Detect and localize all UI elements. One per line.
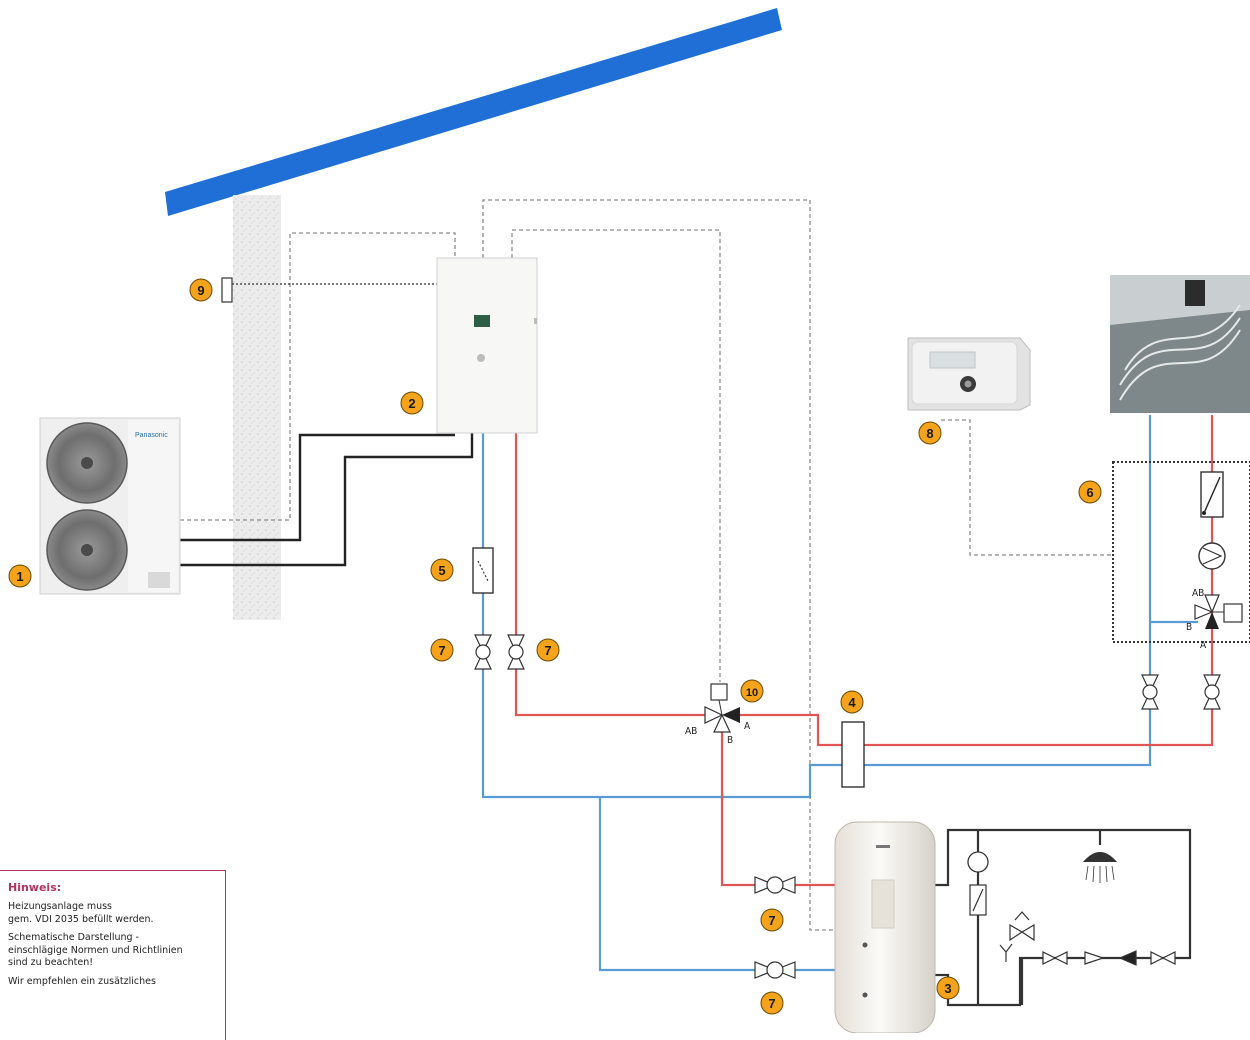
callout-2: 2 (400, 391, 424, 415)
outdoor-unit: Panasonic (39, 417, 181, 595)
dhw-inline-fittings (1042, 950, 1176, 966)
svg-text:1: 1 (16, 569, 23, 584)
svg-text:7: 7 (768, 996, 775, 1011)
note-line: Schematische Darstellung - einschlägige … (8, 932, 183, 968)
callout-5: 5 (430, 558, 454, 582)
callout-7a: 7 (430, 638, 454, 662)
svg-text:3: 3 (944, 981, 951, 996)
note-box: Hinweis: Heizungsanlage muss gem. VDI 20… (0, 870, 226, 1040)
indoor-module (436, 257, 538, 434)
shower-icon (1083, 852, 1117, 883)
outdoor-brand-text: Panasonic (135, 432, 168, 439)
svg-text:9: 9 (197, 283, 204, 298)
svg-text:7: 7 (544, 643, 551, 658)
display-panel (474, 315, 490, 327)
floor-heating-image (1110, 275, 1250, 413)
svg-text:6: 6 (1086, 485, 1093, 500)
svg-text:8: 8 (926, 426, 933, 441)
diverter-port-b: B (727, 735, 733, 746)
filter (472, 547, 494, 594)
callout-10: 10 (740, 679, 764, 703)
house-wall (233, 195, 281, 620)
callout-1: 1 (8, 564, 32, 588)
callout-6: 6 (1078, 480, 1102, 504)
power-lines (180, 433, 474, 567)
roof (165, 8, 782, 216)
note-line: Heizungsanlage muss gem. VDI 2035 befüll… (8, 901, 154, 925)
svg-text:7: 7 (768, 913, 775, 928)
safety-group-icon (999, 911, 1035, 962)
mixer-port-ab: AB (1192, 588, 1204, 599)
callout-8: 8 (918, 421, 942, 445)
callout-9: 9 (189, 278, 213, 302)
note-line: Wir empfehlen ein zusätzliches (8, 975, 156, 987)
svg-text:7: 7 (438, 643, 445, 658)
shutoff-valves-vertical (474, 634, 1221, 710)
hydraulic-separator (841, 721, 865, 788)
svg-text:2: 2 (408, 396, 415, 411)
diverter-valve: AB A B (685, 683, 751, 746)
callout-4: 4 (840, 690, 864, 714)
svg-text:4: 4 (848, 695, 856, 710)
diverter-port-a: A (744, 721, 751, 732)
mixing-group-box (1112, 461, 1250, 643)
outdoor-sensor (221, 277, 233, 303)
control-knob (477, 354, 485, 362)
shutoff-valves-horizontal (754, 876, 796, 979)
mixer-port-a: A (1200, 640, 1207, 651)
hot-water-tank (834, 821, 936, 1033)
room-controller (907, 337, 1031, 411)
callout-7c: 7 (760, 908, 784, 932)
svg-text:10: 10 (746, 687, 758, 699)
note-title: Hinweis: (8, 881, 62, 894)
signal-lines (180, 199, 1113, 931)
svg-text:5: 5 (438, 563, 445, 578)
callout-7b: 7 (536, 638, 560, 662)
callout-3: 3 (936, 976, 960, 1000)
circulation-pump-icon (967, 851, 989, 873)
mixer-port-b: B (1186, 622, 1192, 633)
flow-lines (514, 415, 1214, 887)
diverter-port-ab: AB (685, 726, 697, 737)
callout-7d: 7 (760, 991, 784, 1015)
mixer-valve: AB B A (1186, 588, 1243, 651)
